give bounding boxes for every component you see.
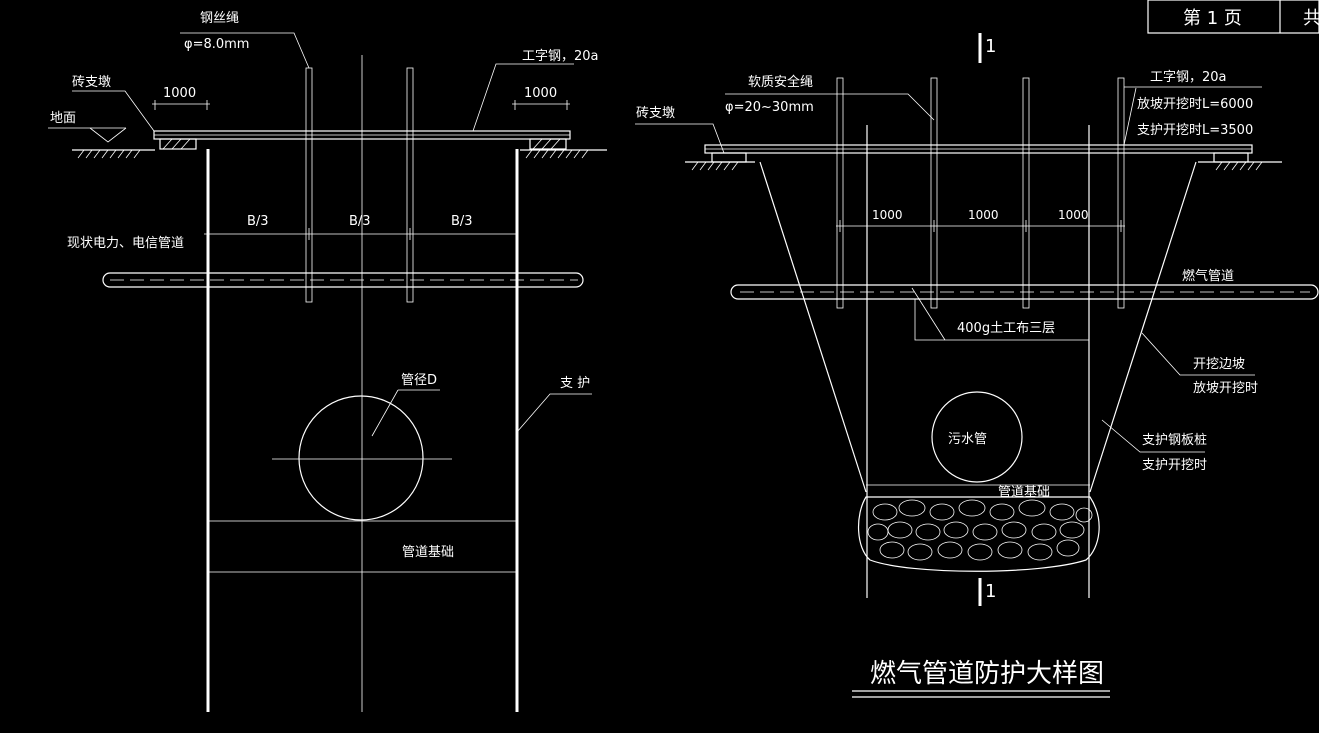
b3-label-2: B/3 bbox=[349, 214, 371, 229]
left-elevation-view: 钢丝绳 φ=8.0mm 砖支墩 地面 工字钢，20a 1000 1000 B/3… bbox=[48, 11, 607, 712]
right-dim-1000-b: 1000 bbox=[968, 208, 999, 222]
left-i-beam-label: 工字钢，20a bbox=[522, 49, 599, 64]
title-block: 第 1 页 共 bbox=[1147, 0, 1319, 34]
right-dim-1000-a: 1000 bbox=[872, 208, 903, 222]
right-pipe-foundation-label: 管道基础 bbox=[998, 485, 1050, 500]
drawing-title: 燃气管道防护大样图 bbox=[870, 659, 1104, 689]
section-mark-top: 1 bbox=[985, 36, 996, 57]
slope-edge-label: 开挖边坡 bbox=[1193, 357, 1245, 372]
left-brick-pier-label: 砖支墩 bbox=[72, 75, 111, 90]
right-i-beam-label: 工字钢，20a bbox=[1150, 70, 1227, 85]
soft-rope-dia: φ=20~30mm bbox=[725, 100, 814, 115]
page-label: 第 1 页 bbox=[1183, 8, 1242, 29]
wire-rope-dia: φ=8.0mm bbox=[184, 37, 249, 52]
b3-label-3: B/3 bbox=[451, 214, 473, 229]
slope-length-label: 放坡开挖时L=6000 bbox=[1137, 97, 1253, 112]
geotextile-label: 400g土工布三层 bbox=[957, 321, 1055, 336]
title-block-partial: 共 bbox=[1303, 8, 1319, 29]
left-dim-1000-a: 1000 bbox=[163, 86, 196, 101]
support-label: 支 护 bbox=[560, 376, 590, 391]
sheet-pile-label: 支护钢板桩 bbox=[1142, 433, 1207, 448]
left-pipe-foundation-label: 管道基础 bbox=[402, 545, 454, 560]
gas-pipe-label: 燃气管道 bbox=[1182, 268, 1234, 284]
left-dim-1000-b: 1000 bbox=[524, 86, 557, 101]
section-mark-bottom: 1 bbox=[985, 581, 996, 602]
drawing-title-block: 燃气管道防护大样图 bbox=[852, 659, 1110, 698]
b3-label-1: B/3 bbox=[247, 214, 269, 229]
wire-rope-label: 钢丝绳 bbox=[200, 11, 239, 26]
support-excavation-label: 支护开挖时 bbox=[1142, 458, 1207, 473]
right-dim-1000-c: 1000 bbox=[1058, 208, 1089, 222]
support-length-label: 支护开挖时L=3500 bbox=[1137, 123, 1253, 138]
ground-label: 地面 bbox=[50, 111, 76, 126]
utility-pipe-label: 现状电力、电信管道 bbox=[67, 236, 184, 251]
right-brick-pier-label: 砖支墩 bbox=[636, 106, 675, 121]
soft-rope-label: 软质安全绳 bbox=[748, 74, 813, 90]
sewer-pipe-label: 污水管 bbox=[948, 432, 987, 447]
right-section-view: 1 1 bbox=[635, 33, 1319, 606]
pipe-dia-label: 管径D bbox=[401, 373, 437, 388]
slope-excavation-label: 放坡开挖时 bbox=[1193, 381, 1258, 396]
